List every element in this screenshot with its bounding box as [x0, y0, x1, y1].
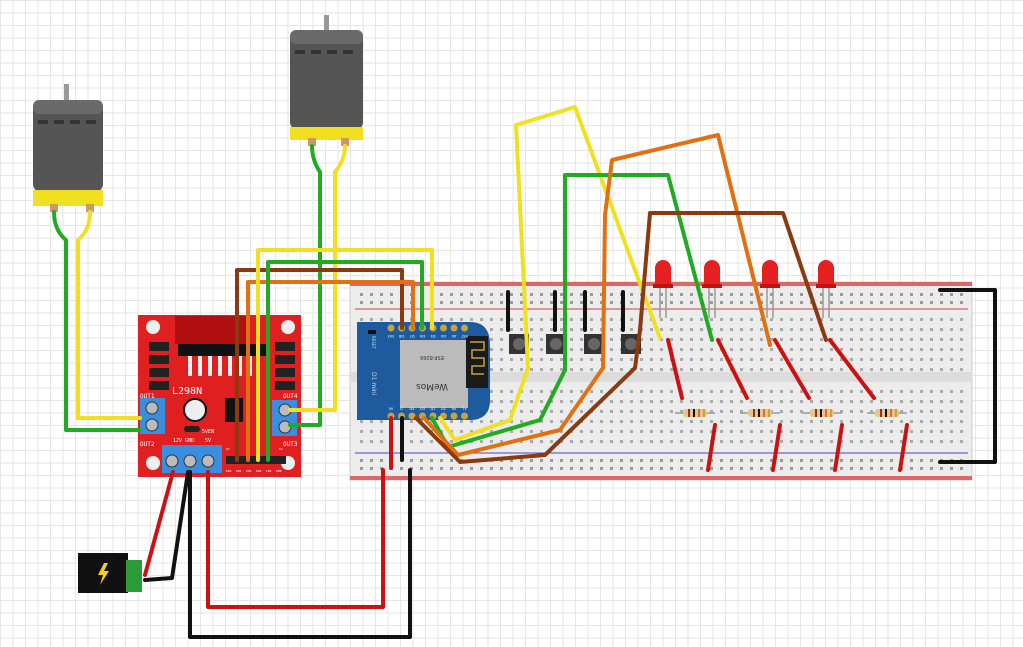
lightning-icon: [98, 563, 109, 585]
in3-label: IN3: [256, 469, 262, 473]
pin-label: 5V: [389, 407, 394, 411]
in2-label: IN2: [246, 469, 252, 473]
in4-label: IN4: [266, 469, 272, 473]
led-2: [702, 260, 722, 318]
pin-label: D8: [399, 334, 404, 338]
out1-label: OUT1: [140, 393, 155, 400]
5ven-label: 5VEN: [202, 429, 214, 435]
resistor-3: [802, 409, 842, 417]
push-button-2[interactable]: [546, 334, 566, 354]
pin-rst: [461, 324, 468, 332]
out4-label: OUT4: [283, 393, 298, 400]
dc-motor-2: [290, 15, 363, 146]
pin-label: D1: [441, 407, 446, 411]
pin-a0: [450, 324, 458, 332]
wemos-brand: WeMos: [416, 381, 448, 391]
pin-label: G: [400, 407, 403, 411]
5v-label: 5V: [205, 438, 211, 444]
leds: [653, 260, 836, 318]
led-1: [653, 260, 673, 318]
pin-rx: [450, 412, 458, 420]
pin-label: RST: [460, 334, 468, 338]
push-button-1[interactable]: [509, 334, 529, 354]
resistors: [675, 409, 907, 417]
in1-label: IN1: [236, 469, 242, 473]
12v-label: 12V: [173, 438, 182, 444]
pin-label: D4: [410, 407, 416, 411]
resistor-2: [740, 409, 780, 417]
l298n-driver-board: L298N OUT1 OUT2 OUT3 OUT4 5VEN 12V GND 5…: [138, 315, 301, 477]
led-3: [760, 260, 780, 318]
hdr-5v-right: 5V: [279, 447, 283, 451]
resistor-1: [675, 409, 715, 417]
wemos-module-text: ESP-8266: [420, 354, 444, 360]
pin-label: 3V3: [388, 334, 395, 338]
pin-label: D3: [420, 407, 425, 411]
pin-label: D5: [431, 334, 436, 338]
pin-3v3: [387, 324, 395, 332]
wemos-d1-mini: WeMos ESP-8266 D1 mini RESET 3V3 D8 D7 D6 D5…: [357, 322, 490, 420]
pin-label: D2: [431, 407, 436, 411]
power-jack: [78, 553, 142, 593]
led-4: [816, 260, 836, 318]
out3-label: OUT3: [283, 441, 298, 448]
gnd-label: GND: [185, 438, 194, 444]
pin-label: D0: [441, 334, 446, 338]
pin-label: D7: [410, 334, 415, 338]
pin-d0: [440, 324, 447, 332]
pin-label: Rx: [452, 407, 457, 411]
pin-tx: [461, 412, 468, 420]
wemos-model: D1 mini: [370, 372, 377, 396]
l298n-title: L298N: [172, 386, 202, 397]
hdr-5v-left: 5V: [226, 447, 230, 451]
pin-d4: [408, 412, 416, 420]
wemos-reset: RESET: [371, 336, 376, 349]
ena-label: ENA: [226, 469, 232, 473]
enb-label: ENB: [276, 469, 282, 473]
pin-label: A0: [452, 334, 457, 338]
pin-label: Tx: [461, 407, 466, 411]
out2-label: OUT2: [140, 441, 155, 448]
wires: [52, 105, 997, 639]
pin-label: D6: [420, 334, 425, 338]
resistor-4: [867, 409, 907, 417]
push-button-3[interactable]: [584, 334, 604, 354]
dc-motor-1: [33, 84, 103, 212]
